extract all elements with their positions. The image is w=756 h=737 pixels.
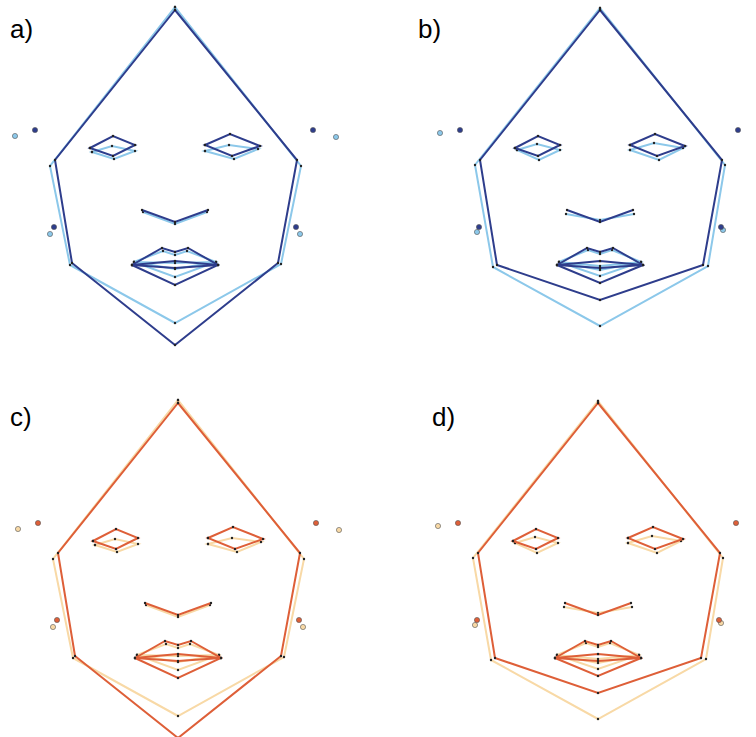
face-panel-a [12,7,338,345]
face-panel-b [437,8,740,326]
panel-label: b) [418,16,441,42]
face-panel-c [15,400,341,737]
panel-label: c) [10,404,32,430]
face-panel-d [435,401,738,719]
panel-label: a) [10,16,33,42]
panel-label: d) [432,404,455,430]
